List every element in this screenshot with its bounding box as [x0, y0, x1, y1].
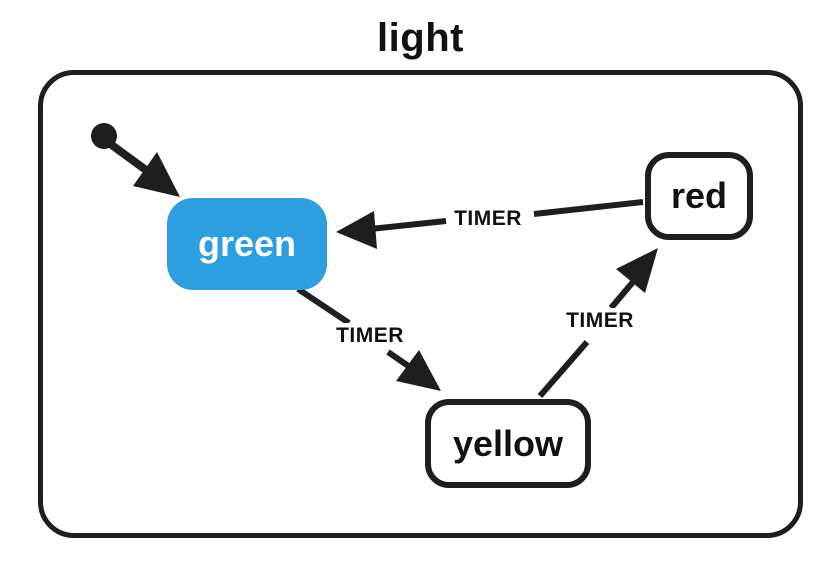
state-label-yellow: yellow — [452, 422, 564, 464]
edge-red-green-segment — [369, 218, 447, 232]
machine-title: light — [377, 16, 464, 60]
state-node-green[interactable]: green — [167, 198, 327, 290]
transition-event-red-green[interactable]: TIMER — [449, 206, 527, 232]
state-node-red[interactable]: red — [645, 152, 753, 240]
machine-boundary — [38, 70, 803, 538]
edge-yellow-red-arrowhead-icon — [616, 248, 658, 293]
state-label-red: red — [670, 175, 728, 216]
edge-green-yellow-arrowhead-icon — [396, 350, 441, 391]
edge-yellow-red-segment — [537, 340, 590, 398]
transition-event-yellow-red[interactable]: TIMER — [561, 308, 639, 334]
edge-red-green-segment — [533, 199, 644, 217]
state-node-yellow[interactable]: yellow — [425, 399, 591, 488]
edge-red-green-arrowhead-icon — [336, 211, 377, 249]
transition-event-green-yellow[interactable]: TIMER — [331, 323, 409, 349]
initial-transition-line — [106, 139, 153, 177]
initial-arrowhead-icon — [133, 152, 180, 197]
edge-green-yellow-segment — [296, 286, 351, 326]
state-label-green: green — [197, 223, 297, 264]
edge-yellow-red-segment — [608, 280, 636, 310]
